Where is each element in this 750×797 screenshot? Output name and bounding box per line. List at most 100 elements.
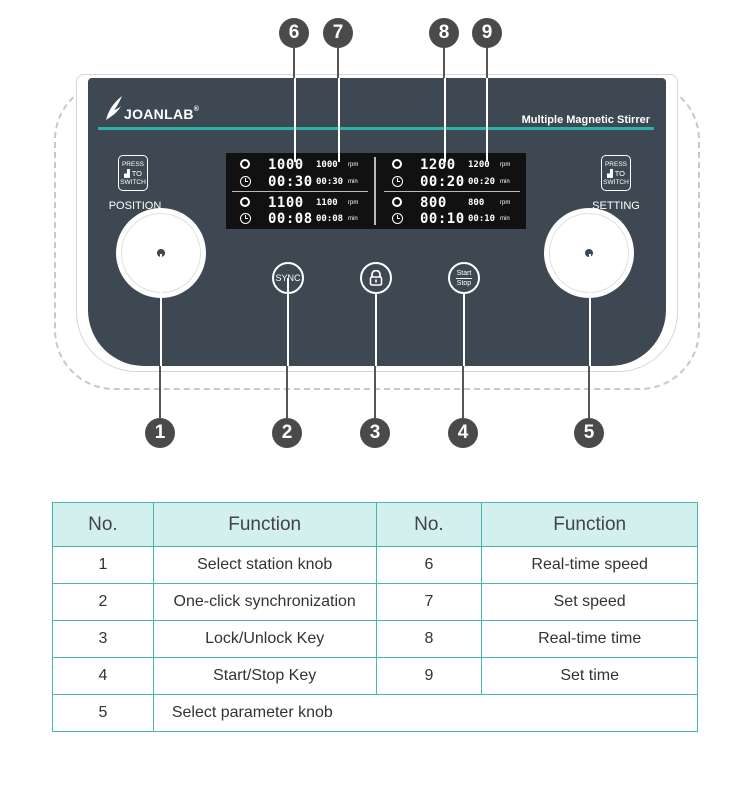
time-unit: min: [348, 179, 358, 185]
set-speed: 1200: [468, 160, 490, 170]
callout-6: 6: [279, 18, 309, 48]
leader-line-5: [588, 366, 590, 418]
leader-line-7: [337, 48, 339, 78]
leader-line-9: [486, 78, 488, 162]
leader-line-1: [159, 366, 161, 418]
speed-unit: rpm: [500, 162, 511, 168]
table-row: 4 Start/Stop Key 9 Set time: [52, 657, 698, 695]
set-time: 00:20: [468, 177, 496, 187]
time-row: 00:10 00:10 min: [392, 211, 522, 227]
cell-function: Start/Stop Key: [152, 657, 377, 695]
start-stop-divider: [456, 278, 472, 279]
clock-icon: [240, 213, 251, 224]
function-table: No. Function No. Function 1 Select stati…: [52, 502, 699, 732]
leader-line-2: [286, 366, 288, 418]
speed-row: 800 800 rpm: [392, 195, 522, 211]
cell-no: 6: [375, 546, 483, 584]
cell-no: 2: [52, 583, 154, 621]
callout-5: 5: [574, 418, 604, 448]
leader-line-3: [375, 294, 377, 366]
cell-no: 1: [52, 546, 154, 584]
real-time-time: 00:20: [420, 174, 465, 190]
speed-row: 1000 1000 rpm: [240, 157, 370, 173]
leader-line-7: [338, 78, 340, 162]
real-time-speed: 1100: [268, 195, 304, 211]
table-row: 2 One-click synchronization 7 Set speed: [52, 583, 698, 621]
real-time-speed: 800: [420, 195, 447, 211]
setting-label: SETTING: [592, 200, 640, 212]
hand-icon: ▟: [123, 169, 130, 178]
display-divider: [232, 191, 368, 192]
accent-line: [98, 127, 654, 130]
leader-line-1: [160, 254, 162, 366]
lock-icon: [369, 270, 383, 286]
time-row: 00:20 00:20 min: [392, 174, 522, 190]
real-time-time: 00:10: [420, 211, 465, 227]
start-label: Start: [456, 270, 472, 277]
speed-icon: [240, 159, 250, 169]
knob-indicator: [157, 249, 165, 257]
leader-line-3: [374, 366, 376, 418]
callout-7: 7: [323, 18, 353, 48]
time-row: 00:08 00:08 min: [240, 211, 370, 227]
leader-line-2: [287, 278, 289, 366]
cell-function: Select station knob: [152, 546, 377, 584]
control-panel: JOANLAB® Multiple Magnetic Stirrer PRESS…: [88, 78, 666, 366]
logo-text: JOANLAB®: [124, 106, 200, 122]
callout-2: 2: [272, 418, 302, 448]
stop-label: Stop: [456, 280, 472, 287]
set-speed: 1100: [316, 198, 338, 208]
speed-row: 1200 1200 rpm: [392, 157, 522, 173]
time-unit: min: [500, 179, 510, 185]
table-row: 3 Lock/Unlock Key 8 Real-time time: [52, 620, 698, 658]
leader-line-8: [444, 78, 446, 162]
real-time-speed: 1200: [420, 157, 456, 173]
header-function: Function: [152, 502, 377, 547]
time-unit: min: [348, 216, 358, 222]
joanlab-logo: JOANLAB®: [102, 94, 222, 124]
leader-line-6: [294, 78, 296, 162]
real-time-time: 00:30: [268, 174, 313, 190]
press-to-switch-badge-left: PRESS ▟ TO SWITCH: [118, 155, 148, 191]
cell-function: Real-time speed: [481, 546, 698, 584]
cell-function: Lock/Unlock Key: [152, 620, 377, 658]
header-no: No.: [52, 502, 154, 547]
table-row: 1 Select station knob 6 Real-time speed: [52, 546, 698, 584]
cell-no: 5: [52, 694, 154, 732]
set-time: 00:10: [468, 214, 496, 224]
cell-function: Real-time time: [481, 620, 698, 658]
bird-logo-icon: [106, 96, 122, 120]
real-time-time: 00:08: [268, 211, 313, 227]
table-row: 5 Select parameter knob: [52, 694, 699, 732]
start-stop-button[interactable]: Start Stop: [448, 262, 480, 294]
product-name: Multiple Magnetic Stirrer: [521, 114, 650, 126]
cell-function: Set time: [481, 657, 698, 695]
speed-unit: rpm: [348, 200, 359, 206]
cell-function: Set speed: [481, 583, 698, 621]
display-divider: [384, 191, 520, 192]
callout-9: 9: [472, 18, 502, 48]
display-divider: [374, 157, 376, 225]
set-speed: 800: [468, 198, 485, 208]
leader-line-5: [589, 254, 591, 366]
clock-icon: [392, 176, 403, 187]
press-to-switch-badge-right: PRESS ▟ TO SWITCH: [601, 155, 631, 191]
table-header-row: No. Function No. Function: [52, 502, 698, 547]
cell-no: 4: [52, 657, 154, 695]
cell-function: Select parameter knob: [152, 694, 699, 732]
cell-no: 7: [375, 583, 483, 621]
speed-icon: [392, 197, 402, 207]
lock-unlock-button[interactable]: [360, 262, 392, 294]
speed-icon: [392, 159, 402, 169]
knob-indicator: [585, 249, 593, 257]
set-time: 00:30: [316, 177, 344, 187]
leader-line-4: [463, 294, 465, 366]
callout-4: 4: [448, 418, 478, 448]
cell-no: 9: [375, 657, 483, 695]
cell-no: 8: [375, 620, 483, 658]
cell-function: One-click synchronization: [152, 583, 377, 621]
speed-unit: rpm: [500, 200, 511, 206]
set-speed: 1000: [316, 160, 338, 170]
leader-line-9: [486, 48, 488, 78]
time-row: 00:30 00:30 min: [240, 174, 370, 190]
